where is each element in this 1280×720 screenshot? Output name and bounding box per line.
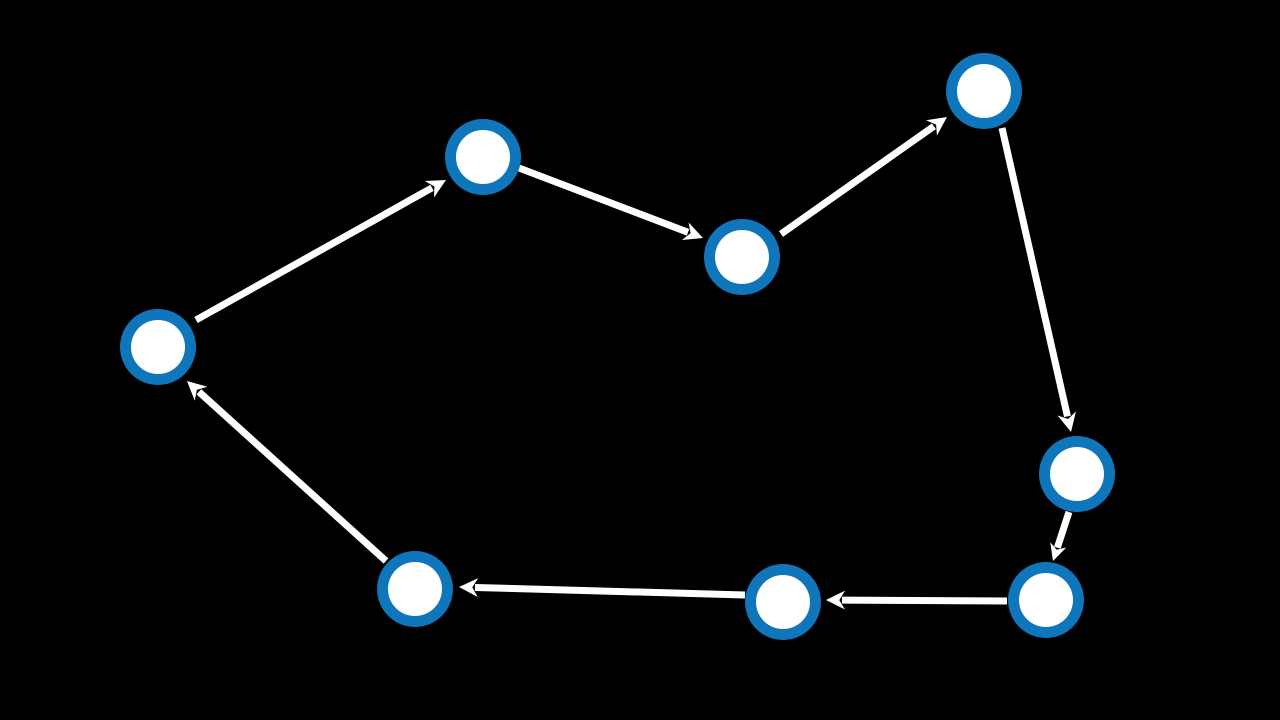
edges-layer [187, 117, 1076, 610]
edge-upper-middle-to-top-right[interactable] [778, 117, 947, 237]
edge-right-to-bottom-right[interactable] [1050, 510, 1073, 561]
edge-bottom-middle-to-bottom-left[interactable] [459, 578, 746, 599]
edge-right-to-bottom-right-shaft [1054, 510, 1073, 549]
edge-bottom-left-to-left-arrowhead [187, 381, 208, 401]
node-upper-middle-core [715, 230, 769, 284]
edge-left-to-upper-left[interactable] [194, 180, 446, 324]
edge-right-to-bottom-right-arrowhead [1050, 542, 1067, 561]
node-right[interactable] [1039, 436, 1115, 512]
node-top-right[interactable] [946, 53, 1022, 129]
edge-upper-left-to-upper-middle[interactable] [517, 164, 703, 241]
edge-top-right-to-right-arrowhead [1057, 411, 1076, 432]
edge-bottom-middle-to-bottom-left-shaft [474, 583, 746, 599]
node-top-right-core [957, 64, 1011, 118]
node-bottom-right-core [1019, 573, 1073, 627]
node-bottom-middle-core [756, 575, 810, 629]
node-upper-left-core [456, 130, 510, 184]
nodes-layer [120, 53, 1115, 640]
node-upper-middle[interactable] [704, 219, 780, 295]
edge-left-to-upper-left-shaft [194, 184, 434, 324]
node-bottom-left[interactable] [377, 551, 453, 627]
edge-upper-middle-to-top-right-shaft [778, 123, 936, 237]
edge-bottom-left-to-left[interactable] [187, 381, 389, 564]
node-left-core [131, 320, 185, 374]
edge-left-to-upper-left-arrowhead [424, 180, 446, 198]
edge-bottom-right-to-bottom-middle-shaft [841, 596, 1008, 605]
node-bottom-middle[interactable] [745, 564, 821, 640]
node-bottom-left-core [388, 562, 442, 616]
edge-upper-middle-to-top-right-arrowhead [926, 117, 947, 136]
edge-bottom-right-to-bottom-middle-arrowhead [826, 590, 846, 610]
node-bottom-right[interactable] [1008, 562, 1084, 638]
node-upper-left[interactable] [445, 119, 521, 195]
node-left[interactable] [120, 309, 196, 385]
edge-top-right-to-right[interactable] [998, 127, 1076, 432]
edge-upper-left-to-upper-middle-arrowhead [681, 222, 703, 241]
edge-bottom-left-to-left-shaft [196, 389, 389, 564]
edge-bottom-middle-to-bottom-left-arrowhead [459, 578, 479, 597]
edge-bottom-right-to-bottom-middle[interactable] [826, 590, 1008, 610]
edge-upper-left-to-upper-middle-shaft [517, 164, 690, 236]
edge-top-right-to-right-shaft [998, 127, 1071, 418]
node-right-core [1050, 447, 1104, 501]
